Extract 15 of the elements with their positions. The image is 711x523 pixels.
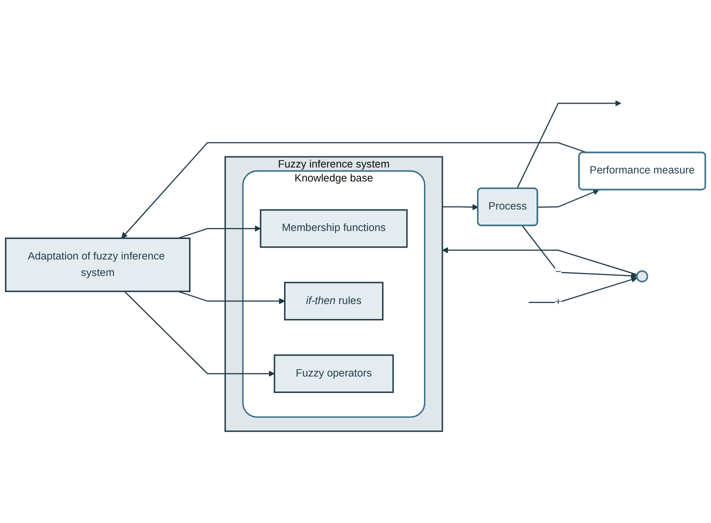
- arrow: [522, 225, 638, 278]
- arrow: [124, 290, 275, 376]
- node-circle: [636, 270, 648, 282]
- edge-label: +: [555, 295, 562, 308]
- arrow: [528, 276, 638, 303]
- node-box: Membership functions: [260, 208, 408, 248]
- node-box: Fuzzy operators: [274, 354, 394, 393]
- arrow: [442, 204, 478, 210]
- edge-label: −: [555, 265, 562, 278]
- arrow: [442, 246, 638, 275]
- node-box: if-then rules: [284, 281, 384, 320]
- arrow: [538, 188, 600, 208]
- arrow: [178, 290, 286, 304]
- node-box: Adaptation of fuzzy inference system: [4, 237, 190, 292]
- arrow: [516, 100, 622, 188]
